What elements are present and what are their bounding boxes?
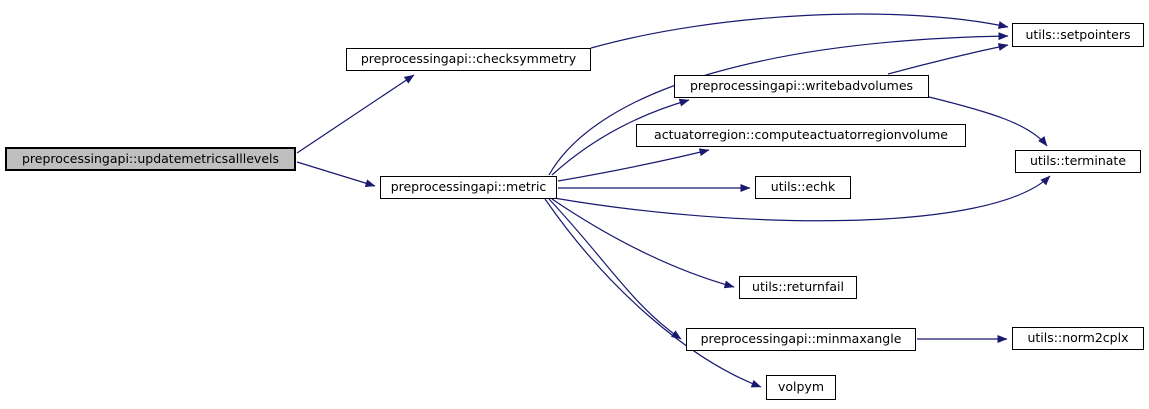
- node-preprocessingapi-metric[interactable]: preprocessingapi::metric: [380, 176, 557, 199]
- edge-writebadvolumes-to-setpointers: [887, 43, 1009, 75]
- node-utils-terminate[interactable]: utils::terminate: [1015, 150, 1141, 173]
- node-preprocessingapi-minmaxangle[interactable]: preprocessingapi::minmaxangle: [686, 328, 916, 351]
- node-volpym[interactable]: volpym: [766, 375, 836, 400]
- edge-updatemetricsalllevels-to-metric: [296, 161, 376, 188]
- edge-metric-to-minmaxangle: [548, 198, 682, 340]
- edge-metric-to-returnfail: [551, 198, 735, 289]
- edge-metric-to-computeactuatorregionvolume: [557, 148, 710, 182]
- edge-checksymmetry-to-setpointers: [590, 13, 1009, 49]
- node-actuatorregion-computeactuatorregionvolume[interactable]: actuatorregion::computeactuatorregionvol…: [636, 124, 966, 147]
- node-utils-setpointers[interactable]: utils::setpointers: [1012, 23, 1144, 47]
- node-utils-norm2cplx[interactable]: utils::norm2cplx: [1012, 327, 1144, 350]
- node-preprocessingapi-writebadvolumes[interactable]: preprocessingapi::writebadvolumes: [674, 75, 929, 98]
- node-preprocessingapi-updatemetricsalllevels: preprocessingapi::updatemetricsalllevels: [5, 147, 296, 171]
- edge-updatemetricsalllevels-to-checksymmetry: [296, 74, 415, 154]
- node-preprocessingapi-checksymmetry[interactable]: preprocessingapi::checksymmetry: [346, 48, 591, 71]
- node-utils-echk[interactable]: utils::echk: [755, 176, 851, 199]
- edge-metric-to-volpym: [544, 198, 762, 388]
- node-utils-returnfail[interactable]: utils::returnfail: [739, 276, 857, 299]
- edge-metric-to-setpointers: [548, 32, 1009, 176]
